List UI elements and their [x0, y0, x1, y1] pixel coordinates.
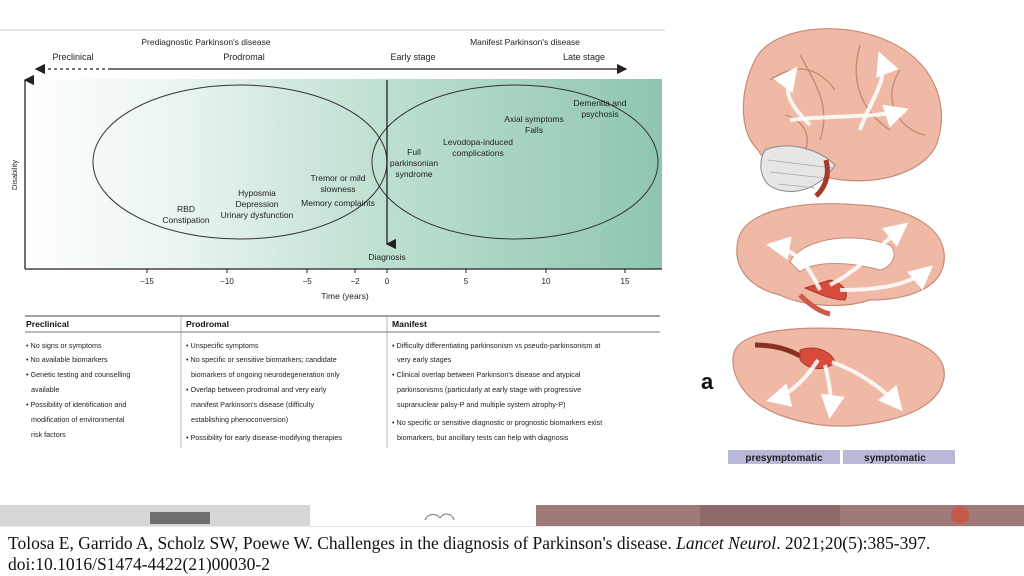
tick-label: 15 — [621, 277, 630, 286]
brain-figure: a presymptomatic symptomatic — [701, 28, 955, 464]
table-line: modification of environmental — [31, 415, 125, 424]
table-line: manifest Parkinson's disease (difficulty — [191, 400, 314, 409]
stage-early: Early stage — [390, 52, 435, 62]
prediagnostic-label: Prediagnostic Parkinson's disease — [141, 37, 270, 47]
stage-prodromal: Prodromal — [223, 52, 265, 62]
table-line: • Clinical overlap between Parkinson's d… — [392, 370, 581, 379]
presymptomatic-label: presymptomatic — [745, 453, 823, 464]
ventral-brain — [732, 327, 945, 427]
symptom-urinary: Urinary dysfunction — [221, 210, 294, 220]
y-axis-label: Disability — [10, 160, 19, 190]
manifest-ellipse — [371, 84, 659, 240]
tick-label: 5 — [464, 277, 469, 286]
table-line: • Unspecific symptoms — [186, 341, 259, 350]
symptom-complications: complications — [452, 148, 504, 158]
symptomatic-bar — [843, 450, 955, 464]
symptom-levodopa: Levodopa-induced — [443, 137, 513, 147]
symptom-rbd: RBD — [177, 204, 195, 214]
stage-preclinical: Preclinical — [52, 52, 93, 62]
symptom-syndrome: syndrome — [395, 169, 433, 179]
table-line: risk factors — [31, 430, 66, 439]
symptomatic-label: symptomatic — [864, 453, 926, 464]
presymptomatic-bar — [728, 450, 840, 464]
citation-details: . 2021;20(5):385-397. doi:10.1016/S1474-… — [8, 533, 931, 574]
table-line: supranuclear palsy-P and multiple system… — [397, 400, 565, 409]
table-line: biomarkers, but ancillary tests can help… — [397, 433, 569, 442]
symptom-slowness: slowness — [321, 184, 356, 194]
tick-label: −2 — [350, 277, 360, 286]
x-axis-label: Time (years) — [321, 291, 369, 301]
timeline-figure: Prediagnostic Parkinson's disease Manife… — [0, 29, 665, 301]
table-line: biomarkers of ongoing neurodegeneration … — [191, 370, 340, 379]
citation-journal: Lancet Neurol — [676, 533, 777, 553]
medial-brain — [736, 203, 945, 317]
table-line: establishing phenoconversion) — [191, 415, 288, 424]
symptom-falls: Falls — [525, 125, 543, 135]
x-ticks — [146, 269, 626, 273]
symptom-tremor: Tremor or mild — [311, 173, 366, 183]
symptom-dementia: Dementia and — [574, 98, 627, 108]
background-photo-strip — [0, 505, 1024, 527]
stage-late: Late stage — [563, 52, 605, 62]
ornament-icon — [424, 513, 455, 521]
tick-label: 0 — [385, 277, 390, 286]
lateral-brain — [742, 28, 942, 198]
table-col-preclinical: • No signs or symptoms • No available bi… — [26, 341, 130, 439]
table-header-prodromal: Prodromal — [186, 319, 229, 329]
table-line: • Possibility of identification and — [26, 400, 126, 409]
tick-label: −15 — [140, 277, 154, 286]
table-line: • Overlap between prodromal and very ear… — [186, 385, 327, 394]
table-header-preclinical: Preclinical — [26, 319, 69, 329]
table-line: • No specific or sensitive diagnostic or… — [392, 418, 602, 427]
table-line: very early stages — [397, 355, 452, 364]
table-col-prodromal: • Unspecific symptoms • No specific or s… — [186, 341, 342, 442]
stage-table: Preclinical Prodromal Manifest • No sign… — [25, 315, 660, 448]
symptom-axial: Axial symptoms — [504, 114, 564, 124]
table-line: parkinsonisms (particularly at early sta… — [397, 385, 581, 394]
table-line: • No specific or sensitive biomarkers; c… — [186, 355, 337, 364]
tick-label: −10 — [220, 277, 234, 286]
table-line: • Possibility for early disease-modifyin… — [186, 433, 342, 442]
table-line: available — [31, 385, 59, 394]
symptom-psychosis: psychosis — [581, 109, 618, 119]
diagnosis-label: Diagnosis — [368, 252, 405, 262]
symptom-labels: RBD Constipation Hyposmia Depression Uri… — [162, 98, 626, 225]
symptom-depression: Depression — [236, 199, 279, 209]
symptom-full: Full — [407, 147, 421, 157]
table-line: • Genetic testing and counselling — [26, 370, 130, 379]
table-header-manifest: Manifest — [392, 319, 427, 329]
table-line: • No signs or symptoms — [26, 341, 102, 350]
tick-label: 10 — [542, 277, 551, 286]
symptom-parkinsonian: parkinsonian — [390, 158, 438, 168]
table-line: • Difficulty differentiating parkinsonis… — [392, 341, 600, 350]
symptom-hyposmia: Hyposmia — [238, 188, 276, 198]
symptom-memory: Memory complaints — [301, 198, 375, 208]
symptom-constipation: Constipation — [162, 215, 210, 225]
citation: Tolosa E, Garrido A, Scholz SW, Poewe W.… — [0, 526, 1024, 576]
table-line: • No available biomarkers — [26, 355, 108, 364]
panel-letter: a — [701, 369, 714, 394]
citation-authors: Tolosa E, Garrido A, Scholz SW, Poewe W.… — [8, 533, 672, 553]
tick-label: −5 — [302, 277, 312, 286]
manifest-label: Manifest Parkinson's disease — [470, 37, 580, 47]
table-col-manifest: • Difficulty differentiating parkinsonis… — [392, 341, 602, 442]
